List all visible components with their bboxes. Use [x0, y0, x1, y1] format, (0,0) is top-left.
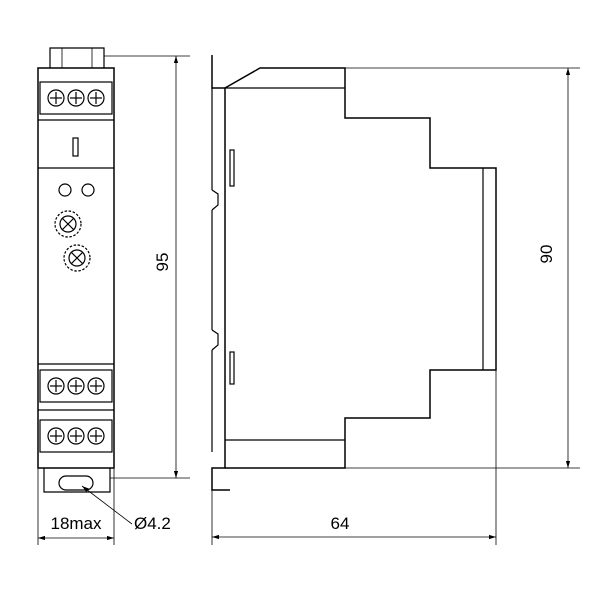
din-clip-upper [211, 189, 219, 211]
top-terminal-block [39, 81, 113, 115]
led-indicator [81, 183, 95, 197]
hole-leader-line [81, 485, 133, 525]
bottom-terminal-block [39, 419, 113, 453]
side-slot-upper [229, 149, 235, 187]
mounting-hole [58, 475, 94, 491]
depth-label: 64 [331, 514, 350, 533]
width-label: 18max [50, 514, 102, 533]
hole-diameter-label: Ø4.2 [134, 514, 171, 533]
led-indicator [58, 183, 72, 197]
terminal-screws-top [47, 89, 105, 107]
side-slot-lower [229, 351, 235, 385]
side-dimensions: 90 64 [211, 67, 580, 545]
terminal-screws-mid [47, 377, 105, 395]
bottom-clip [43, 468, 111, 493]
terminal-screws-bottom [47, 427, 105, 445]
upper-slot [72, 137, 79, 157]
front-dimensions: 95 18max Ø4.2 [37, 55, 190, 545]
side-view [211, 55, 497, 491]
lower-terminal-block [39, 369, 113, 403]
front-view [37, 47, 115, 493]
adjust-knob-icon [63, 244, 91, 272]
side-height-label: 90 [537, 245, 556, 264]
din-clip-lower [211, 329, 219, 351]
top-clip [49, 47, 105, 68]
side-profile [224, 67, 497, 469]
adjust-knob-icon [54, 210, 82, 238]
front-body [37, 67, 115, 469]
back-edge [211, 55, 230, 491]
front-height-label: 95 [153, 253, 172, 272]
